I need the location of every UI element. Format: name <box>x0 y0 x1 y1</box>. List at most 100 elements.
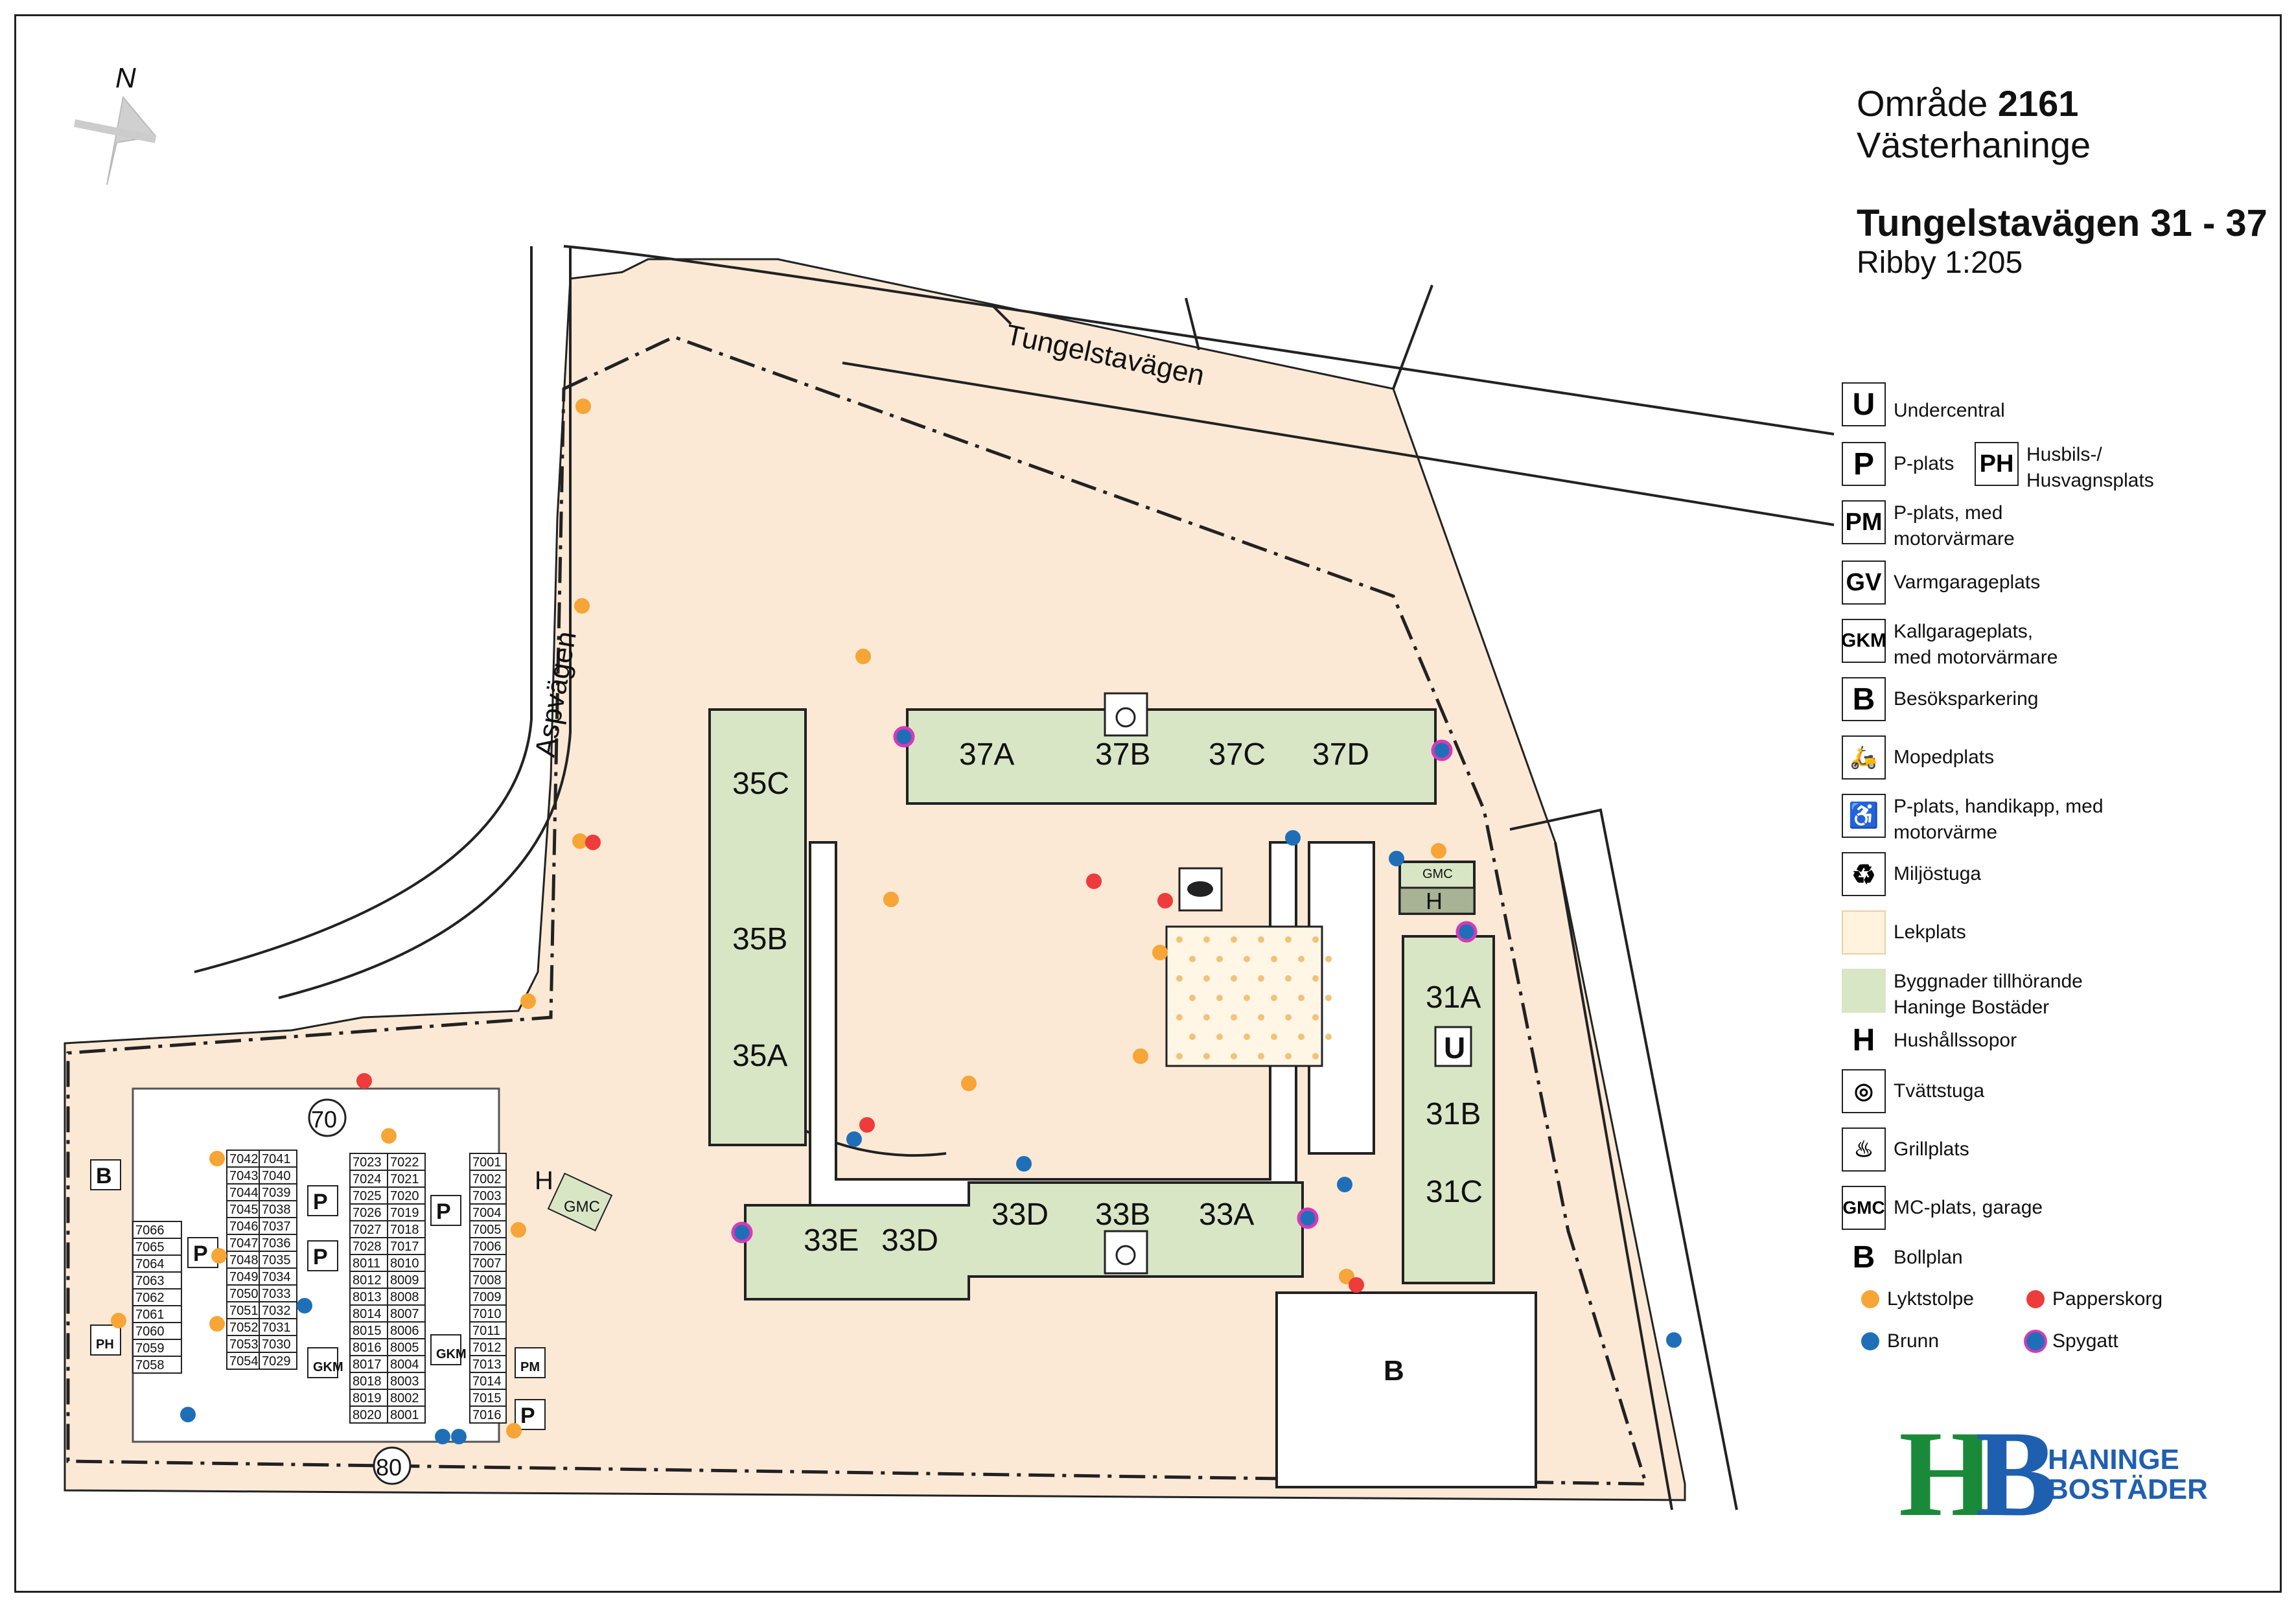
garage-slot-number: 7020 <box>390 1189 419 1203</box>
garage-slot <box>132 1271 182 1289</box>
legend-grill-label: Grillplats <box>1894 1139 1969 1160</box>
playground-dot <box>1203 975 1210 982</box>
legend-pplats-label: P-plats <box>1894 453 1954 474</box>
garage-slot <box>387 1405 426 1424</box>
building-37 <box>906 708 1437 805</box>
district-title: Västerhaninge <box>1857 124 2091 165</box>
garage-slot <box>132 1254 182 1273</box>
playground-dot <box>1271 956 1277 962</box>
garage-slot-number: 8018 <box>353 1374 382 1389</box>
laundry-37-icon <box>1104 692 1148 737</box>
garage-slot <box>469 1220 507 1238</box>
garage-slot <box>349 1237 388 1255</box>
legend-lyktstolpe: Lyktstolpe <box>1861 1286 1974 1312</box>
garage-slot <box>469 1304 507 1323</box>
lamp-post-marker <box>520 993 536 1009</box>
garage-slot-number: 7007 <box>472 1256 502 1271</box>
garage-slot-number: 7051 <box>229 1304 259 1318</box>
garage-slot-number: 7021 <box>390 1172 419 1186</box>
undercentral-marker <box>1434 1026 1472 1067</box>
moped-icon: 🛵 <box>1842 735 1886 780</box>
garage-slot-number: 8019 <box>353 1391 382 1405</box>
playground-dot <box>1189 956 1196 962</box>
garage-slot <box>387 1321 426 1339</box>
playground-dot <box>1258 1014 1264 1021</box>
gmc-building-label: GMC <box>1422 867 1453 881</box>
playground-dot <box>1258 1053 1264 1059</box>
playground-dot <box>1203 1053 1210 1059</box>
legend-gkm-symbol: GKM <box>1841 619 1886 663</box>
playground-dot <box>1285 936 1292 943</box>
garage-slot <box>259 1234 297 1252</box>
garage-slot-number: 8001 <box>390 1408 419 1422</box>
playground-dot <box>1285 1014 1292 1021</box>
building-label-37d: 37D <box>1312 737 1369 772</box>
garage-slot <box>387 1203 426 1221</box>
playground-dot <box>1271 1034 1277 1040</box>
legend-varmgarage-label: Varmgarageplats <box>1894 572 2041 593</box>
garage-slot <box>387 1304 426 1323</box>
legend-gv-symbol: GV <box>1842 561 1886 605</box>
garage-slot-number: 8017 <box>353 1358 382 1372</box>
map-symbol-p: P <box>313 1245 328 1269</box>
lamp-post-marker <box>381 1128 397 1144</box>
map-symbol-gkm: GKM <box>436 1347 467 1361</box>
garage-slot <box>226 1200 260 1218</box>
legend-besok-label: Besöksparkering <box>1894 688 2039 710</box>
garage-slot <box>259 1217 297 1235</box>
garage-slot-number: 8011 <box>353 1256 380 1271</box>
lamp-post-marker <box>211 1248 227 1264</box>
garage-slot <box>387 1170 426 1188</box>
garage-slot-number: 7043 <box>229 1169 259 1183</box>
legend-papperskorg-label: Papperskorg <box>2052 1288 2163 1310</box>
garage-slot-number: 7053 <box>229 1337 259 1352</box>
garage-slot-number: 7006 <box>472 1240 502 1254</box>
map-symbol-h: H <box>535 1166 553 1195</box>
garage-slot <box>259 1352 297 1370</box>
playground-dot <box>1312 1053 1319 1059</box>
building-label-35a: 35A <box>732 1039 787 1073</box>
garage-slot-number: 7001 <box>472 1155 502 1170</box>
garage-slot-number: 8002 <box>390 1391 419 1405</box>
garage-slot-number: 7049 <box>229 1270 259 1284</box>
garage-slot-number: 7032 <box>262 1304 291 1318</box>
playground-dot <box>1176 1014 1183 1021</box>
garage-slot <box>259 1335 297 1353</box>
garage-slot-number: 7050 <box>229 1287 259 1301</box>
building-label-33d-upper: 33D <box>991 1197 1049 1232</box>
garage-slot-number: 7002 <box>472 1172 502 1186</box>
garage-slot-number: 7010 <box>472 1307 502 1321</box>
playground-swatch <box>1842 910 1886 954</box>
grill-icon: ♨ <box>1842 1127 1886 1172</box>
north-label: N <box>115 62 136 94</box>
playground-dot <box>1176 975 1183 982</box>
garage-slot-number: 7012 <box>472 1341 502 1355</box>
garage-slot-number: 8010 <box>390 1256 419 1271</box>
legend-kallgarage: GKM Kallgarageplats,med motorvärmare <box>1841 619 2058 671</box>
building-31 <box>1402 935 1495 1284</box>
h-annex-label: H <box>1426 888 1443 914</box>
legend-handikapp-label-1: P-plats, handikapp, med <box>1894 796 2104 817</box>
title-block: Område 2161 Västerhaninge Tungelstavägen… <box>1857 83 2267 281</box>
waste-bin-marker <box>1349 1277 1364 1293</box>
garage-slot <box>132 1305 182 1323</box>
legend-spygatt: Spygatt <box>2026 1328 2118 1354</box>
playground-dot <box>1216 995 1223 1001</box>
garage-slot <box>226 1318 260 1336</box>
map-symbol-p: P <box>520 1404 535 1428</box>
garage-slot <box>387 1389 426 1407</box>
garage-slot-number: 7028 <box>353 1240 382 1254</box>
garage-slot-number: 7039 <box>262 1186 291 1200</box>
garage-slot-number: 7016 <box>472 1408 502 1422</box>
garage-slot-number: 7033 <box>262 1287 291 1301</box>
playground-dot <box>1325 956 1332 962</box>
garage-slot <box>469 1355 507 1373</box>
garage-slot-number: 7062 <box>135 1291 165 1305</box>
area-line: Område 2161 <box>1857 83 2079 124</box>
marker-80-label: 80 <box>376 1454 402 1481</box>
waste-bin-marker <box>859 1117 875 1133</box>
mc-garage-building <box>547 1172 613 1232</box>
north-arrow-icon <box>73 95 157 185</box>
waste-bin-marker <box>1157 893 1173 908</box>
garage-slot-number: 7037 <box>262 1220 291 1234</box>
